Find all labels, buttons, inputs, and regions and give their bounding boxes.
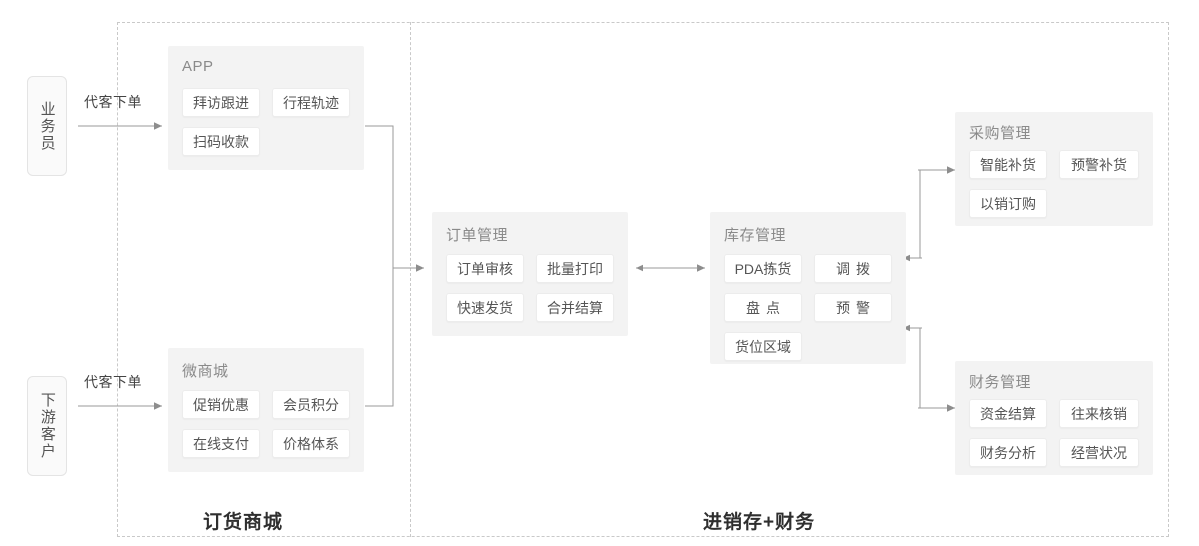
panel-wechat-mall: 微商城 促销优惠 会员积分 在线支付 价格体系 <box>168 348 364 472</box>
chip-storage-location[interactable]: 货位区域 <box>724 332 802 361</box>
panel-finance-management: 财务管理 资金结算 往来核销 财务分析 经营状况 <box>955 361 1153 475</box>
chip-fund-settlement[interactable]: 资金结算 <box>969 399 1047 428</box>
dashed-zone-divider <box>410 22 411 537</box>
actor-salesperson-label: 业务员 <box>38 100 56 152</box>
chip-quick-shipping[interactable]: 快速发货 <box>446 293 524 322</box>
panel-order-management: 订单管理 订单审核 批量打印 快速发货 合并结算 <box>432 212 628 336</box>
chip-transfer[interactable]: 调拨 <box>814 254 892 283</box>
chip-alert-replenishment[interactable]: 预警补货 <box>1059 150 1139 179</box>
chip-visit-followup[interactable]: 拜访跟进 <box>182 88 260 117</box>
chip-order-review[interactable]: 订单审核 <box>446 254 524 283</box>
dashed-boundary <box>117 22 1169 537</box>
panel-inventory-management-title: 库存管理 <box>724 227 787 244</box>
chip-account-reconciliation[interactable]: 往来核销 <box>1059 399 1139 428</box>
chip-price-system[interactable]: 价格体系 <box>272 429 350 458</box>
actor-salesperson[interactable]: 业务员 <box>27 76 67 176</box>
chip-member-points[interactable]: 会员积分 <box>272 390 350 419</box>
chip-route-track[interactable]: 行程轨迹 <box>272 88 350 117</box>
chip-stocktaking[interactable]: 盘点 <box>724 293 802 322</box>
chip-online-payment[interactable]: 在线支付 <box>182 429 260 458</box>
chip-merge-settlement[interactable]: 合并结算 <box>536 293 614 322</box>
panel-order-management-title: 订单管理 <box>446 227 509 244</box>
chip-smart-replenishment[interactable]: 智能补货 <box>969 150 1047 179</box>
chip-sales-based-ordering[interactable]: 以销订购 <box>969 189 1047 218</box>
panel-purchase-management: 采购管理 智能补货 预警补货 以销订购 <box>955 112 1153 226</box>
zone-caption-erp-finance: 进销存+财务 <box>703 512 816 533</box>
panel-inventory-management: 库存管理 PDA拣货 调拨 盘点 预警 货位区域 <box>710 212 906 364</box>
flow-label-downstream-customer: 代客下单 <box>84 374 142 390</box>
chip-promotion[interactable]: 促销优惠 <box>182 390 260 419</box>
chip-batch-print[interactable]: 批量打印 <box>536 254 614 283</box>
panel-wechat-mall-title: 微商城 <box>182 363 229 380</box>
chip-financial-analysis[interactable]: 财务分析 <box>969 438 1047 467</box>
panel-finance-management-title: 财务管理 <box>969 374 1032 391</box>
actor-downstream-customer-label: 下游客户 <box>38 392 56 460</box>
panel-purchase-management-title: 采购管理 <box>969 125 1032 142</box>
actor-downstream-customer[interactable]: 下游客户 <box>27 376 67 476</box>
flow-label-salesperson: 代客下单 <box>84 94 142 110</box>
chip-scan-collect[interactable]: 扫码收款 <box>182 127 260 156</box>
chip-inventory-alert[interactable]: 预警 <box>814 293 892 322</box>
chip-business-status[interactable]: 经营状况 <box>1059 438 1139 467</box>
chip-pda-picking[interactable]: PDA拣货 <box>724 254 802 283</box>
panel-app: APP 拜访跟进 行程轨迹 扫码收款 <box>168 46 364 170</box>
panel-app-title: APP <box>182 58 214 75</box>
zone-caption-order-mall: 订货商城 <box>203 512 284 533</box>
